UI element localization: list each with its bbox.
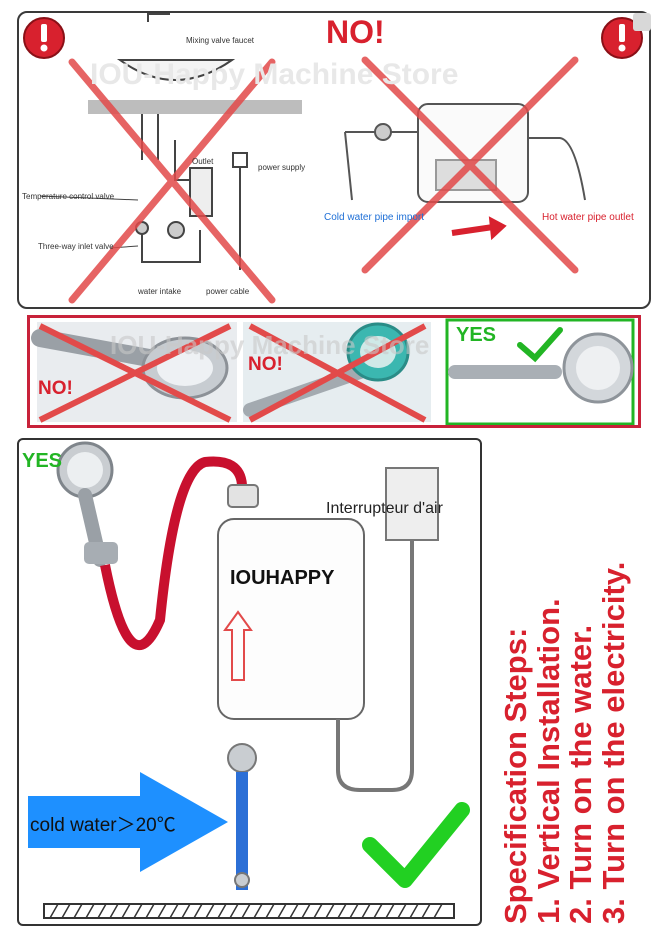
alert-icon-right bbox=[601, 17, 643, 59]
cross-mark-left bbox=[68, 58, 276, 304]
top-no-label: NO! bbox=[326, 14, 385, 50]
power-cable bbox=[336, 540, 414, 792]
alert-icon-left bbox=[23, 17, 65, 59]
spec-step-3: 3. Turn on the electricity. bbox=[595, 561, 631, 924]
label-power-supply: power supply bbox=[258, 163, 306, 172]
hot-water-hose bbox=[100, 456, 247, 650]
hand-shower bbox=[56, 441, 118, 567]
cross-mark-right bbox=[361, 56, 579, 274]
outlet-fitting bbox=[227, 484, 259, 508]
flow-arrow-icon bbox=[223, 610, 253, 681]
fullscreen-icon[interactable] bbox=[633, 13, 651, 31]
spec-step-2: 2. Turn on the water. bbox=[563, 624, 599, 924]
label-cold-pipe: Cold water pipe import bbox=[324, 212, 425, 223]
middle-left-no-label: NO! bbox=[38, 378, 73, 399]
cold-water-arrow bbox=[28, 772, 228, 872]
showerhead-comparison-panel bbox=[27, 315, 641, 428]
label-water-intake: water intake bbox=[138, 287, 182, 296]
label-hot-pipe: Hot water pipe outlet bbox=[542, 212, 634, 223]
installation-panel bbox=[17, 438, 482, 926]
breaker-label: Interrupteur d'air bbox=[326, 500, 443, 517]
showerhead-image-center bbox=[243, 322, 431, 423]
label-mixing-valve: Mixing valve faucet bbox=[186, 36, 255, 45]
heater-brand: IOUHAPPY bbox=[230, 567, 335, 589]
spec-step-1: 1. Vertical Installation. bbox=[530, 598, 566, 924]
label-temp-valve: Temperature control valve bbox=[22, 192, 115, 201]
middle-center-no-label: NO! bbox=[248, 354, 283, 375]
label-three-way: Three-way inlet valve bbox=[38, 242, 114, 251]
cold-water-pipe bbox=[236, 772, 248, 890]
bottom-yes-label: YES bbox=[22, 450, 63, 472]
middle-watermark: IOU-Happy Machine Store bbox=[110, 330, 430, 360]
label-outlet: Outlet bbox=[192, 157, 214, 166]
sink-diagram bbox=[39, 13, 302, 270]
spec-title: Specification Steps: bbox=[498, 627, 533, 924]
showerhead-image-left bbox=[31, 322, 237, 423]
middle-yes-label: YES bbox=[456, 324, 497, 346]
air-breaker-box bbox=[385, 467, 439, 541]
showerhead-image-right bbox=[445, 318, 635, 426]
spec-steps: Specification Steps: 1. Vertical Install… bbox=[498, 432, 631, 924]
label-power-cable: power cable bbox=[206, 287, 250, 296]
cold-water-label: cold water＞20℃ bbox=[30, 815, 176, 836]
check-icon bbox=[362, 802, 470, 888]
top-watermark: IOU-Happy Machine Store bbox=[90, 58, 459, 91]
water-heater-unit bbox=[217, 518, 365, 720]
